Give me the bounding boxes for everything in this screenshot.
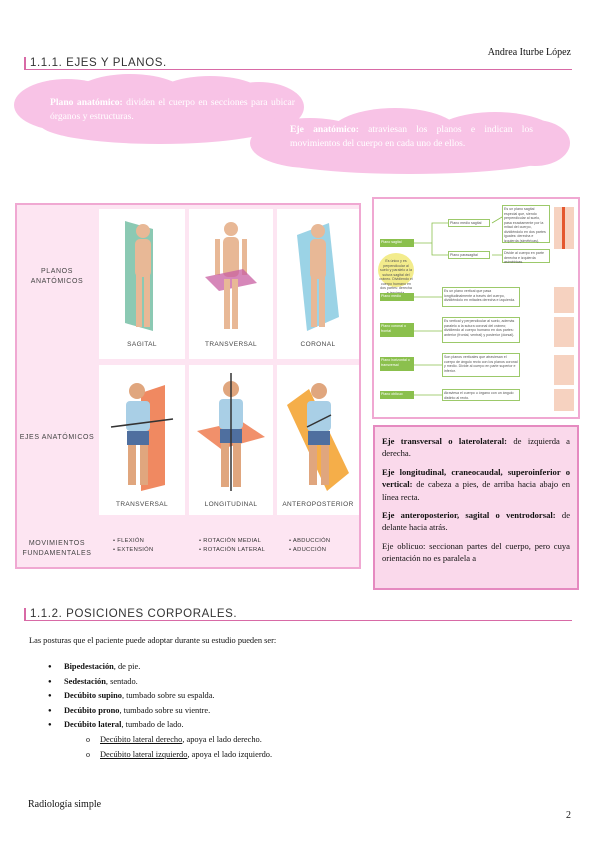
list-item: Sedestación, sentado.: [48, 675, 272, 690]
node-plano-horizontal: Plano horizontal o transversal: [380, 357, 414, 371]
axis-def-oblicuo: Eje oblicuo: seccionan partes del cuerpo…: [382, 540, 570, 564]
axis-def-anteroposterior: Eje anteroposterior, sagital o ventrodor…: [382, 509, 570, 534]
movements-transversal: • ROTACIÓN MEDIAL • ROTACIÓN LATERAL: [199, 537, 265, 555]
position-term: Sedestación: [64, 676, 106, 686]
desc-plano-coronal: Es vertical y perpendicular al suelo, ad…: [442, 317, 520, 343]
section-title-posiciones: 1.1.2. POSICIONES CORPORALES.: [24, 608, 572, 621]
list-subitem: Decúbito lateral izquierdo, apoya el lad…: [48, 748, 272, 763]
cell-axis-longitudinal: LONGITUDINAL: [189, 365, 273, 515]
row-label-movimientos: MOVIMIENTOS FUNDAMENTALES: [22, 540, 92, 557]
position-text: , tumbado de lado.: [121, 720, 184, 730]
position-term: Decúbito lateral: [64, 720, 122, 730]
desc-plano-oblicuo: Atraviesa el cuerpo u órgano con un ángu…: [442, 389, 520, 401]
desc-plano-horizontal: Son planos verticales que atraviesan el …: [442, 353, 520, 377]
cell-axis-anteroposterior: ANTEROPOSTERIOR: [277, 365, 359, 515]
cloud-plano-text: dividen el cuerpo en secciones para ubic…: [50, 97, 295, 122]
author-name: Andrea Iturbe López: [487, 47, 571, 58]
node-plano-medio: Plano medio: [380, 293, 414, 301]
movements-coronal: • ABDUCCIÓN • ADUCCIÓN: [289, 537, 330, 555]
list-subitem: Decúbito lateral derecho, apoya el lado …: [48, 733, 272, 748]
movement-aduccion: • ADUCCIÓN: [289, 547, 327, 553]
transverse-plane-figure: [205, 222, 257, 329]
subposition-term: Decúbito lateral izquierdo: [100, 749, 188, 759]
cloud-plano-term: Plano anatómico:: [50, 97, 123, 108]
positions-list: Bipedestación, de pie. Sedestación, sent…: [48, 660, 272, 762]
movement-flexion: • FLEXIÓN: [113, 538, 145, 544]
label-axis-transversal: TRANSVERSAL: [115, 501, 169, 508]
anteroposterior-axis-figure: [287, 383, 349, 491]
axes-definitions-box: Eje transversal o laterolateral: de izqu…: [373, 425, 579, 590]
axis-def-longitudinal: Eje longitudinal, craneocaudal, superoin…: [382, 466, 570, 503]
node-plano-coronal: Plano coronal o frontal: [380, 323, 414, 337]
subposition-text: , apoya el lado derecho.: [182, 734, 262, 744]
planes-mindmap: Plano sagital Es único y es perpendicula…: [372, 197, 580, 419]
position-text: , tumbado sobre su vientre.: [119, 705, 211, 715]
movements-sagital: • FLEXIÓN • EXTENSIÓN: [113, 537, 153, 555]
axis-def-transversal: Eje transversal o laterolateral: de izqu…: [382, 435, 570, 460]
position-term: Decúbito prono: [64, 705, 120, 715]
cell-coronal: CORONAL: [277, 209, 359, 359]
label-coronal: CORONAL: [300, 341, 336, 348]
position-term: Decúbito supino: [64, 691, 122, 701]
row-label-ejes: EJES ANATÓMICOS: [19, 434, 95, 441]
position-text: , de pie.: [113, 662, 141, 671]
desc-medio-sagital: Es un plano sagital especial que, siendo…: [502, 205, 550, 243]
node-center-description: Es único y es perpendicular al suelo y p…: [378, 253, 414, 295]
node-plano-medio-sagital: Plano medio sagital: [448, 219, 490, 227]
axis-def-anteroposterior-text: de delante hacia atrás.: [382, 510, 571, 533]
cloud-eje-term: Eje anatómico:: [290, 124, 359, 135]
transverse-axis-figure: [110, 383, 174, 491]
footer-title: Radiología simple: [28, 799, 102, 810]
subposition-text: , apoya el lado izquierdo.: [187, 749, 273, 759]
label-axis-longitudinal: LONGITUDINAL: [204, 501, 258, 508]
cell-transversal-plane: TRANSVERSAL: [189, 209, 273, 359]
position-text: , sentado.: [105, 676, 138, 686]
cell-axis-transversal: TRANSVERSAL: [99, 365, 185, 515]
list-item: Decúbito lateral, tumbado de lado.: [48, 718, 272, 733]
planes-axes-infographic: PLANOS ANATÓMICOS EJES ANATÓMICOS MOVIMI…: [15, 203, 361, 569]
node-plano-sagital: Plano sagital: [380, 239, 414, 247]
desc-plano-medio: Es un plano vertical que pasa longitudin…: [442, 287, 520, 307]
node-plano-oblicuo: Plano oblicuo: [380, 391, 414, 399]
label-sagital: SAGITAL: [127, 341, 157, 348]
axis-def-transversal-text: de izquierda a derecha.: [382, 436, 570, 459]
axis-def-transversal-term: Eje transversal o laterolateral:: [382, 436, 507, 446]
page-number: 2: [566, 810, 571, 821]
movement-rotacion-lateral: • ROTACIÓN LATERAL: [199, 547, 266, 553]
section-title-ejes-planos: 1.1.1. EJES Y PLANOS.: [24, 57, 572, 70]
movement-extension: • EXTENSIÓN: [113, 547, 154, 553]
node-plano-parasagital: Plano parasagital: [448, 251, 490, 259]
cell-sagital: SAGITAL: [99, 209, 185, 359]
list-item: Decúbito supino, tumbado sobre su espald…: [48, 689, 272, 704]
sagittal-plane-figure: [125, 221, 153, 331]
label-transversal-plane: TRANSVERSAL: [204, 341, 258, 348]
axis-def-longitudinal-text: de cabeza a pies, de arriba hacia abajo …: [382, 479, 570, 502]
axis-def-longitudinal-term: Eje longitudinal, craneocaudal, superoin…: [382, 466, 570, 490]
row-label-planos: PLANOS ANATÓMICOS: [30, 268, 84, 285]
label-axis-anteroposterior: ANTEROPOSTERIOR: [282, 501, 354, 508]
subposition-term: Decúbito lateral derecho: [100, 734, 183, 744]
movement-abduccion: • ABDUCCIÓN: [289, 538, 331, 544]
list-item: Bipedestación, de pie.: [48, 660, 272, 675]
position-term: Bipedestación: [64, 662, 114, 671]
axis-def-anteroposterior-term: Eje anteroposterior, sagital o ventrodor…: [382, 510, 556, 521]
position-text: , tumbado sobre su espalda.: [121, 691, 215, 701]
positions-intro: Las posturas que el paciente puede adopt…: [29, 636, 277, 645]
list-item: Decúbito prono, tumbado sobre su vientre…: [48, 704, 272, 719]
movement-rotacion-medial: • ROTACIÓN MEDIAL: [199, 538, 262, 544]
coronal-plane-figure: [297, 223, 339, 331]
mindmap-connectors: [412, 216, 503, 396]
desc-parasagital: Divide al cuerpo en parte derecha e izqu…: [502, 249, 550, 264]
longitudinal-axis-figure: [197, 373, 265, 491]
mindmap-body-thumbnails: [554, 207, 574, 411]
cloud-eje-text: atraviesan los planos e indican los movi…: [290, 124, 533, 149]
